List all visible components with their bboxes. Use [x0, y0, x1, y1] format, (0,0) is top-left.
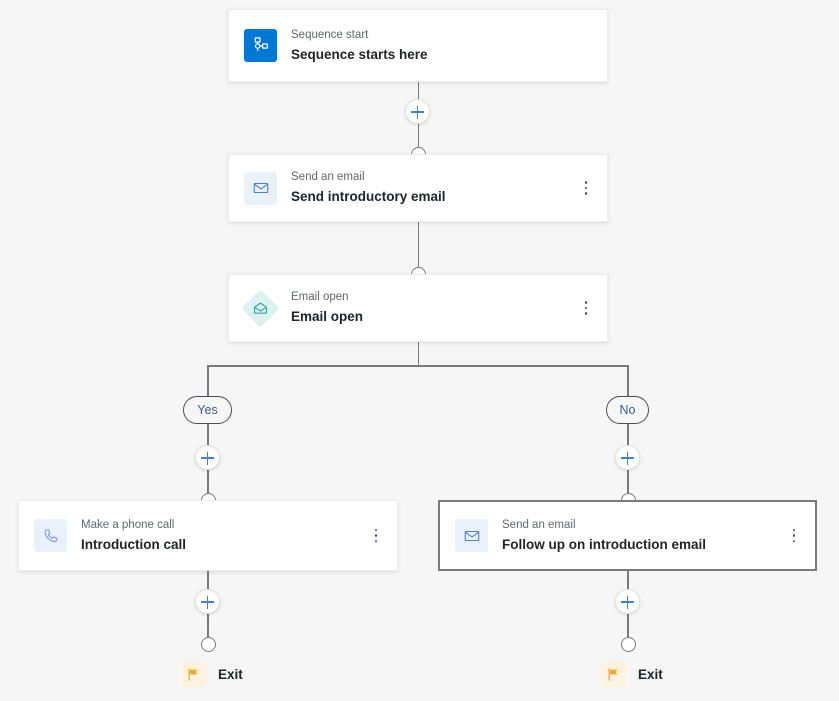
node-follow-up-email-text: Send an email Follow up on introduction …	[502, 518, 706, 554]
add-step-button-after-followup[interactable]	[615, 589, 640, 614]
connector-line-split-to-yes	[207, 365, 209, 396]
node-title: Email open	[291, 309, 364, 324]
flag-icon	[181, 662, 206, 687]
node-subtitle: Email open	[291, 291, 349, 303]
node-title: Introduction call	[81, 536, 187, 552]
node-sequence-start-text: Sequence start Sequence starts here	[291, 28, 428, 64]
connector-anchor-exit-right	[620, 636, 636, 652]
node-send-introductory-email[interactable]: Send an email Send introductory email	[228, 154, 608, 222]
more-options-icon[interactable]	[787, 526, 801, 546]
node-title: Sequence starts here	[291, 46, 428, 62]
more-options-icon[interactable]	[369, 526, 383, 546]
sequence-start-icon	[244, 29, 277, 62]
node-title: Send introductory email	[291, 189, 446, 204]
branch-label-yes-text: Yes	[197, 403, 218, 417]
node-subtitle: Send an email	[502, 518, 576, 531]
phone-icon	[34, 519, 67, 552]
exit-node-right-label: Exit	[638, 667, 663, 682]
add-step-button-after-call[interactable]	[195, 589, 220, 614]
add-step-button-yes-branch[interactable]	[195, 445, 220, 470]
node-sequence-start[interactable]: Sequence start Sequence starts here	[228, 9, 608, 82]
connector-line-branch-split	[207, 365, 628, 367]
branch-label-yes[interactable]: Yes	[183, 396, 232, 424]
connector-line-emailopen-to-split	[417, 341, 419, 366]
email-open-icon	[241, 288, 280, 328]
node-follow-up-email[interactable]: Send an email Follow up on introduction …	[438, 500, 817, 571]
connector-line-split-to-no	[627, 365, 629, 396]
node-introduction-call-text: Make a phone call Introduction call	[81, 518, 186, 554]
connector-anchor-exit-left	[200, 636, 216, 652]
node-introduction-call[interactable]: Make a phone call Introduction call	[18, 500, 398, 571]
exit-node-left[interactable]: Exit	[181, 662, 243, 687]
add-step-button-after-start[interactable]	[405, 99, 430, 124]
more-options-icon[interactable]	[579, 298, 593, 318]
connector-line-email-to-emailopen	[417, 221, 419, 273]
more-options-icon[interactable]	[579, 178, 593, 198]
node-subtitle: Make a phone call	[81, 518, 175, 531]
node-title: Follow up on introduction email	[502, 536, 706, 552]
branch-label-no-text: No	[619, 403, 636, 417]
branch-label-no[interactable]: No	[606, 396, 649, 424]
node-subtitle: Send an email	[291, 171, 365, 183]
node-subtitle: Sequence start	[291, 28, 369, 41]
add-step-button-no-branch[interactable]	[615, 445, 640, 470]
node-email-open-text: Email open Email open	[291, 290, 363, 326]
envelope-icon	[244, 171, 277, 205]
envelope-icon	[455, 519, 488, 552]
exit-node-right[interactable]: Exit	[601, 662, 663, 687]
exit-node-left-label: Exit	[218, 667, 243, 682]
node-email-open[interactable]: Email open Email open	[228, 274, 608, 342]
flag-icon	[601, 662, 626, 687]
node-send-introductory-email-text: Send an email Send introductory email	[291, 170, 446, 206]
